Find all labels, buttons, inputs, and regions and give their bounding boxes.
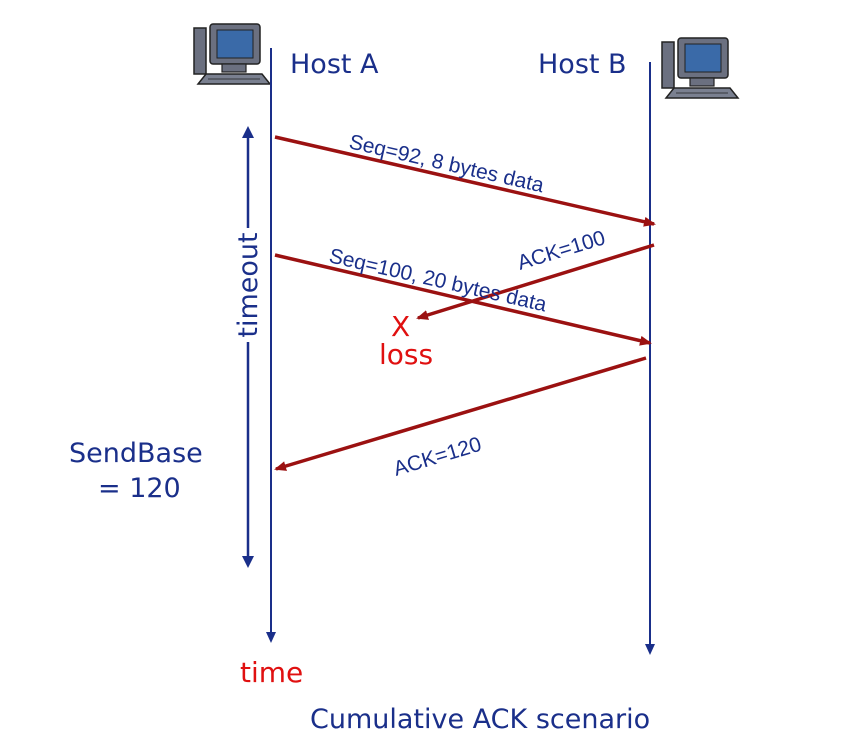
seq92-label: Seq=92, 8 bytes data — [347, 130, 546, 197]
seq92-segment-arrow — [274, 135, 656, 227]
time-axis-label: time — [240, 656, 303, 689]
seq100-segment-arrow — [274, 253, 652, 346]
ack120-arrow — [274, 356, 647, 471]
host-b-computer-icon — [661, 37, 740, 99]
loss-x-mark: X — [391, 310, 410, 343]
host-b-label: Host B — [538, 49, 627, 80]
sendbase-label-line1: SendBase — [69, 438, 203, 469]
diagram-caption: Cumulative ACK scenario — [310, 704, 650, 735]
ack120-label: ACK=120 — [391, 433, 484, 481]
sendbase-label-line2: = 120 — [98, 473, 181, 504]
host-a-label: Host A — [290, 49, 379, 80]
host-a-computer-icon — [193, 23, 272, 85]
ack100-arrow — [416, 243, 655, 320]
timeout-label: timeout — [233, 232, 264, 337]
loss-label: loss — [379, 338, 433, 371]
ack100-label: ACK=100 — [515, 226, 608, 274]
